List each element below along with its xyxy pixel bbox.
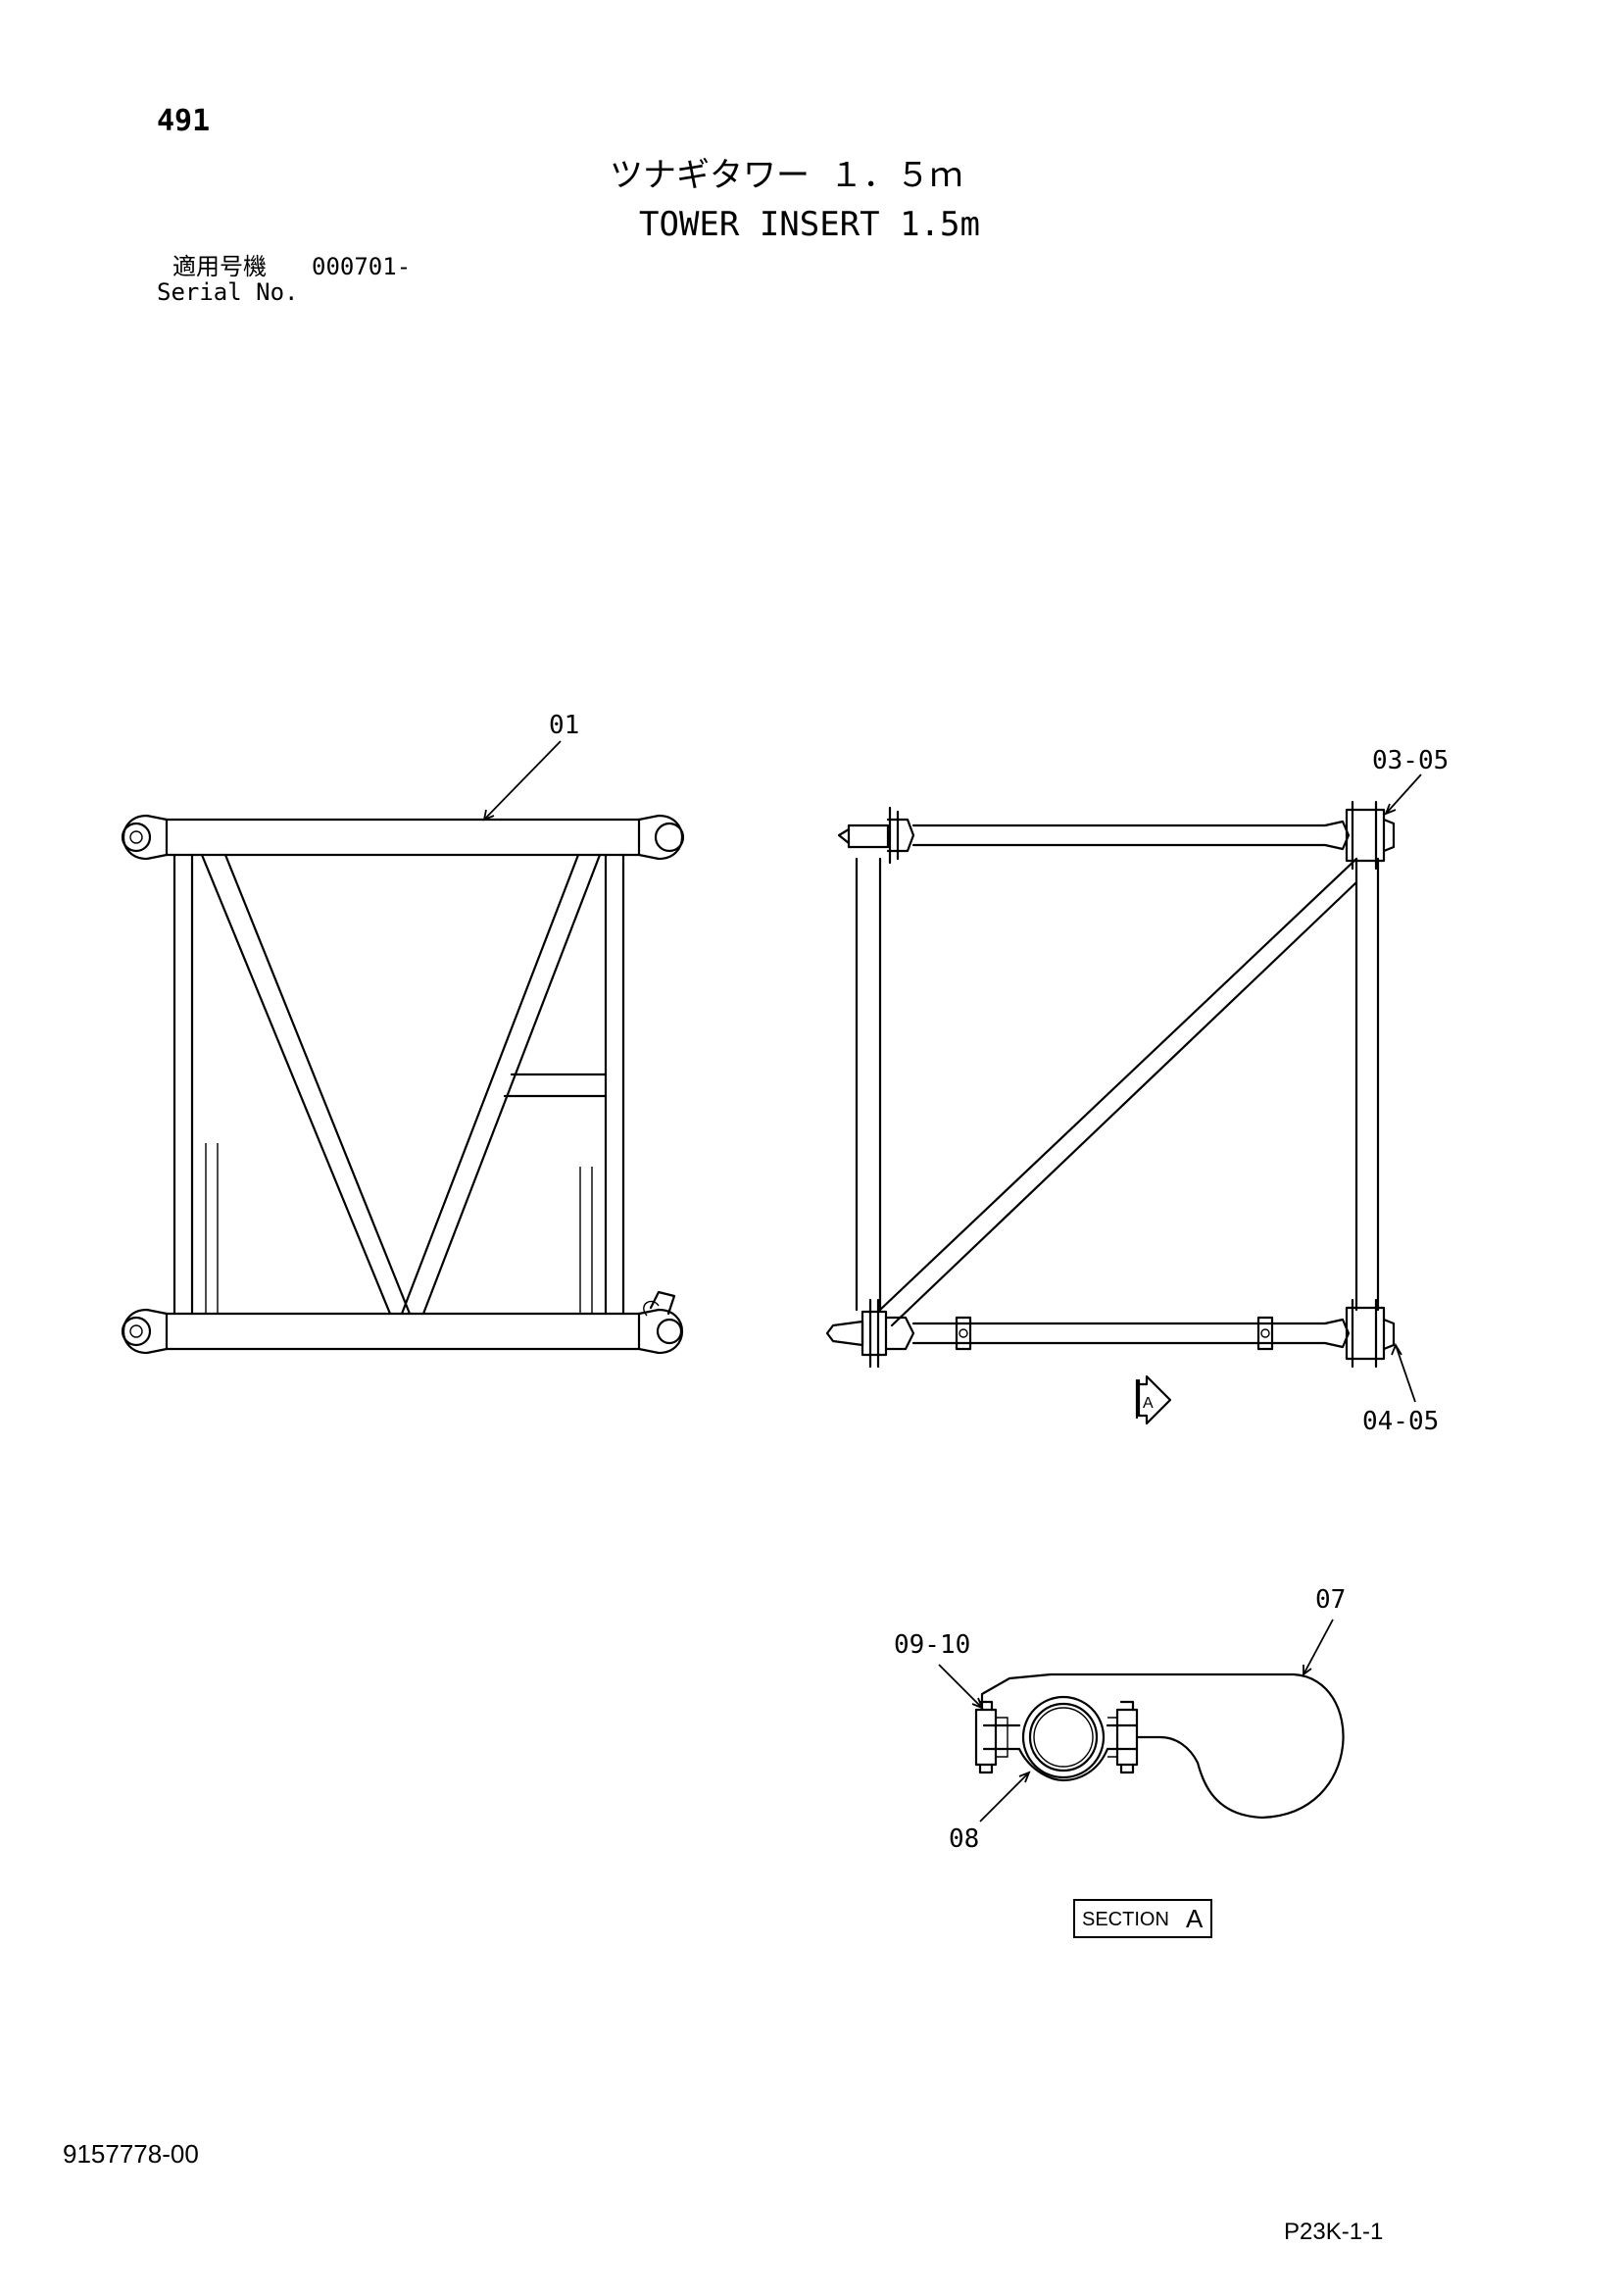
page-code: P23K-1-1	[1284, 2219, 1383, 2245]
title-english: TOWER INSERT 1.5m	[639, 205, 980, 244]
serial-label-japanese: 適用号機	[172, 253, 267, 280]
serial-label-english: Serial No.	[157, 278, 299, 306]
section-a-detail	[974, 1672, 1345, 1820]
left-view-frame	[121, 814, 685, 1355]
section-label-letter: A	[1186, 1904, 1204, 1933]
callout-07: 07	[1315, 1585, 1346, 1615]
view-arrow-label: A	[1143, 1395, 1154, 1412]
right-view-frame	[825, 800, 1396, 1369]
callout-03-05: 03-05	[1372, 746, 1449, 775]
callout-04-05: 04-05	[1362, 1407, 1439, 1436]
section-label-text: SECTION	[1082, 1909, 1169, 1930]
page-number: 491	[157, 104, 210, 138]
serial-value: 000701-	[312, 253, 411, 280]
callout-09-10: 09-10	[894, 1630, 970, 1660]
view-arrow-a	[1135, 1374, 1172, 1425]
title-japanese: ツナギタワー １．５ｍ	[610, 156, 962, 195]
section-label-box	[1073, 1899, 1212, 1938]
drawing-number: 9157778-00	[63, 2139, 199, 2169]
callout-01: 01	[549, 711, 579, 740]
callout-08: 08	[949, 1824, 979, 1854]
leader-lines	[482, 740, 1422, 1822]
